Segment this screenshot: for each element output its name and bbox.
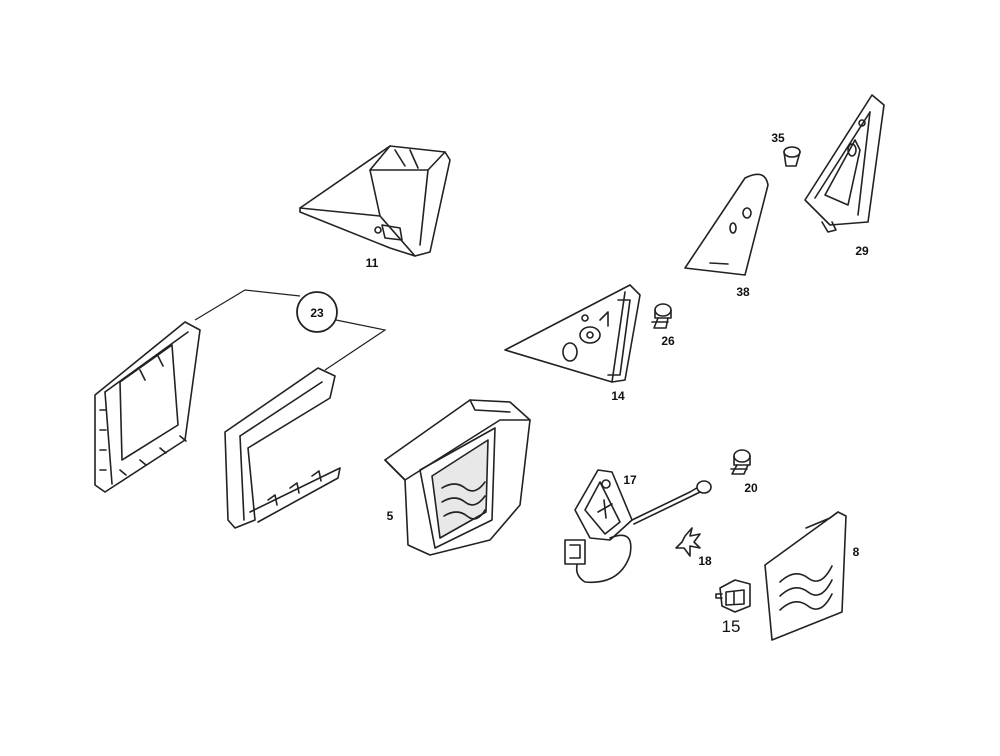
part-23-middle-frame[interactable] — [224, 367, 341, 529]
part-11-housing-cover[interactable] — [299, 145, 451, 257]
callout-38: 38 — [736, 285, 750, 299]
part-35-clip[interactable] — [783, 146, 801, 167]
part-15-connector[interactable] — [715, 579, 751, 613]
part-14-mounting-bracket[interactable] — [504, 284, 641, 383]
callout-15: 15 — [722, 617, 741, 636]
callout-8: 8 — [853, 545, 860, 559]
part-18-cross-clip[interactable] — [675, 527, 701, 557]
part-5-lower-housing[interactable] — [384, 399, 531, 556]
callout-18: 18 — [698, 554, 712, 568]
part-29-triangle-trim[interactable] — [804, 94, 885, 233]
callout-5: 5 — [387, 509, 394, 523]
part-23-leader-group — [194, 289, 387, 371]
callout-11: 11 — [366, 256, 379, 270]
part-17-motor-unit[interactable] — [564, 469, 712, 584]
callout-20: 20 — [744, 481, 758, 495]
part-38-triangle-cover[interactable] — [684, 173, 769, 276]
part-8-mirror-glass[interactable] — [764, 511, 847, 641]
callout-14: 14 — [611, 389, 625, 403]
callout-26: 26 — [661, 334, 675, 348]
part-26-screw[interactable] — [651, 303, 672, 329]
part-20-screw[interactable] — [730, 449, 751, 475]
callout-23-bubble[interactable] — [296, 291, 338, 333]
callout-29: 29 — [855, 244, 869, 258]
callout-23: 23 — [310, 306, 324, 320]
callout-17: 17 — [623, 473, 637, 487]
part-23-left-frame[interactable] — [94, 321, 201, 493]
callout-35: 35 — [771, 131, 785, 145]
